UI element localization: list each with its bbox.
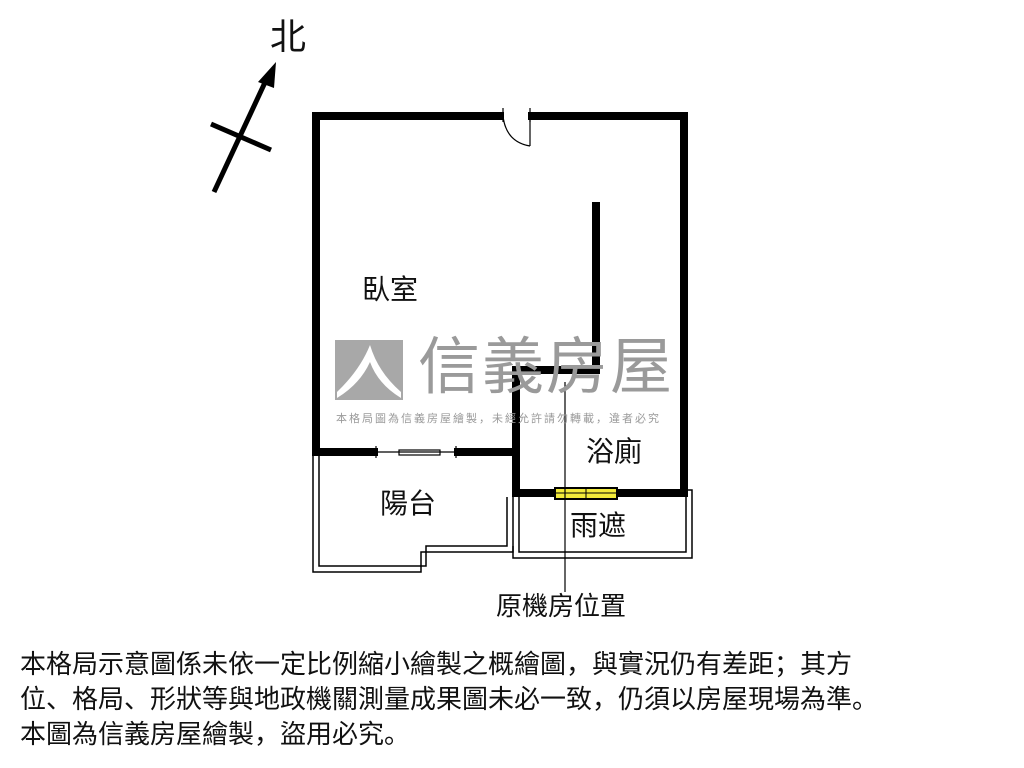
canopy-outline <box>512 489 693 559</box>
room-label-canopy: 雨遮 <box>570 509 627 542</box>
disclaimer-line: 位、格局、形狀等與地政機關測量成果圖未必一致，仍須以房屋現場為準。 <box>20 685 879 715</box>
watermark-logo <box>335 340 403 400</box>
room-label-bedroom: 臥室 <box>362 273 419 306</box>
room-label-balcony: 陽台 <box>380 487 437 520</box>
north-label: 北 <box>270 17 307 58</box>
watermark-brand: 信義房屋 <box>418 330 675 403</box>
balcony-outline <box>312 456 514 573</box>
watermark-notice: 本格局圖為信義房屋繪製，未經允許請勿轉載，違者必究 <box>336 412 661 425</box>
north-arrow-icon <box>210 62 276 194</box>
disclaimer: 本格局示意圖係未依一定比例縮小繪製之概繪圖，與實況仍有差距；其方 位、格局、形狀… <box>20 648 878 753</box>
disclaimer-line: 本圖為信義房屋繪製，盜用必究。 <box>20 720 411 750</box>
room-label-bathroom: 浴廁 <box>586 435 643 468</box>
walls <box>312 112 688 497</box>
sliding-door <box>375 446 457 458</box>
disclaimer-line: 本格局示意圖係未依一定比例縮小繪製之概繪圖，與實況仍有差距；其方 <box>20 650 853 680</box>
bathroom-window <box>554 487 618 500</box>
entry-door <box>502 108 531 147</box>
label-machine-room: 原機房位置 <box>496 592 627 622</box>
